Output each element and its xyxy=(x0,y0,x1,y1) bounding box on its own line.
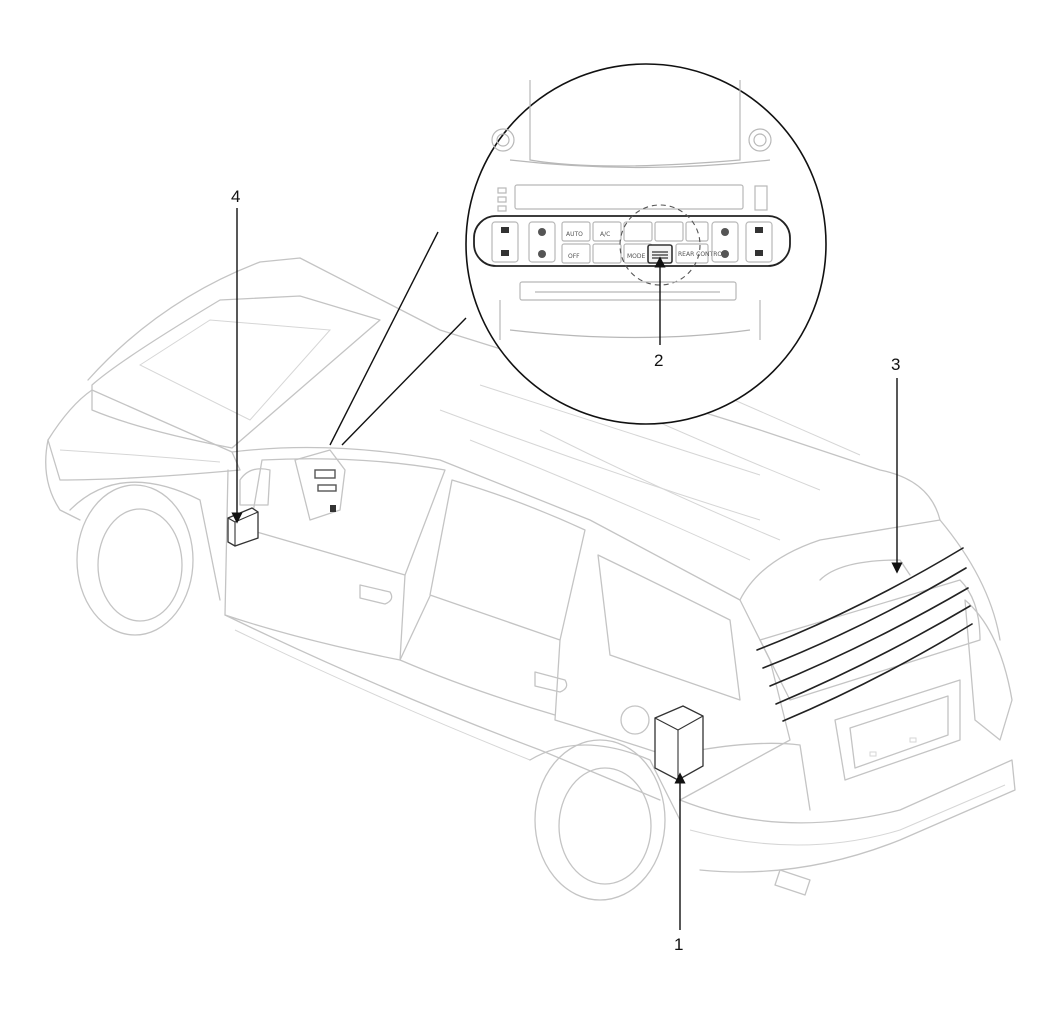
rear-window-defroster-grid xyxy=(756,547,973,722)
off-button-label: OFF xyxy=(568,253,580,260)
ac-button-label: A/C xyxy=(600,231,610,238)
rear-defogger-module-box xyxy=(654,705,704,781)
callout-4: 4 xyxy=(231,187,240,206)
mode-button-label: MODE xyxy=(627,253,646,260)
callout-1: 1 xyxy=(674,935,683,954)
callout-2: 2 xyxy=(654,351,663,370)
vehicle-outline xyxy=(45,257,1016,901)
rear-control-button-label: REAR CONTROL xyxy=(678,251,726,258)
magnifier-callout: AUTO OFF A/C MODE REAR CONTROL xyxy=(329,63,827,446)
interior-dashboard xyxy=(294,449,346,521)
rear-defrost-switch xyxy=(647,244,673,264)
highlight-dashed-circle xyxy=(619,204,701,286)
auto-button-label: AUTO xyxy=(566,231,583,238)
defogger-relay-box xyxy=(227,507,259,547)
callout-3: 3 xyxy=(891,355,900,374)
